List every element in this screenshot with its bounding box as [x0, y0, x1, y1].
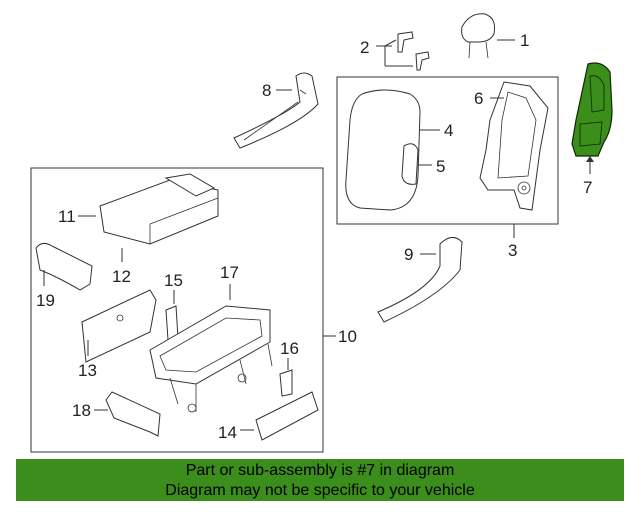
callout-19: 19: [36, 291, 55, 310]
part-2-headrest-guides[interactable]: [397, 31, 430, 71]
part-6-seat-back-frame[interactable]: [479, 81, 549, 211]
part-5-seat-back-cover[interactable]: [401, 143, 419, 185]
callout-5: 5: [436, 157, 445, 176]
part-17-seat-track[interactable]: [149, 305, 273, 413]
callout-17: 17: [220, 263, 239, 282]
seat-back-group-box: [336, 76, 559, 225]
callout-4: 4: [444, 121, 453, 140]
part-13-side-shield[interactable]: [81, 289, 157, 363]
part-18-front-cover[interactable]: [105, 391, 161, 437]
part-4-seat-back-pad[interactable]: [345, 89, 421, 211]
callout-8: 8: [262, 81, 271, 100]
callout-3: 3: [508, 241, 517, 260]
callout-16: 16: [280, 339, 299, 358]
callout-1: 1: [520, 31, 529, 50]
callout-6: 6: [474, 89, 483, 108]
callout-7: 7: [583, 178, 592, 197]
seat-cushion-group-box: [30, 167, 324, 453]
part-7-side-panel[interactable]: [571, 62, 613, 157]
callout-10: 10: [338, 327, 357, 346]
info-banner: Part or sub-assembly is #7 in diagram Di…: [16, 459, 624, 501]
part-19-handle[interactable]: [35, 242, 93, 291]
part-16-clip[interactable]: [279, 369, 293, 397]
part-1-headrest[interactable]: [461, 13, 496, 59]
callout-12: 12: [112, 267, 131, 286]
callout-11: 11: [58, 207, 76, 226]
banner-line-1: Part or sub-assembly is #7 in diagram: [185, 462, 455, 479]
callout-14: 14: [218, 423, 237, 442]
callout-18: 18: [72, 401, 91, 420]
callout-13: 13: [78, 361, 97, 380]
part-9-side-cover[interactable]: [377, 237, 463, 323]
part-14-outer-cover[interactable]: [255, 391, 319, 441]
callout-2: 2: [360, 38, 369, 57]
callout-9: 9: [404, 245, 413, 264]
part-8-side-trim[interactable]: [233, 72, 319, 149]
part-11-cushion-pad[interactable]: [99, 173, 219, 245]
parts-diagram: 1 2 8 4 5 6 7 3: [30, 13, 613, 453]
banner-line-2: Diagram may not be specific to your vehi…: [165, 482, 475, 499]
callout-15: 15: [164, 271, 183, 290]
